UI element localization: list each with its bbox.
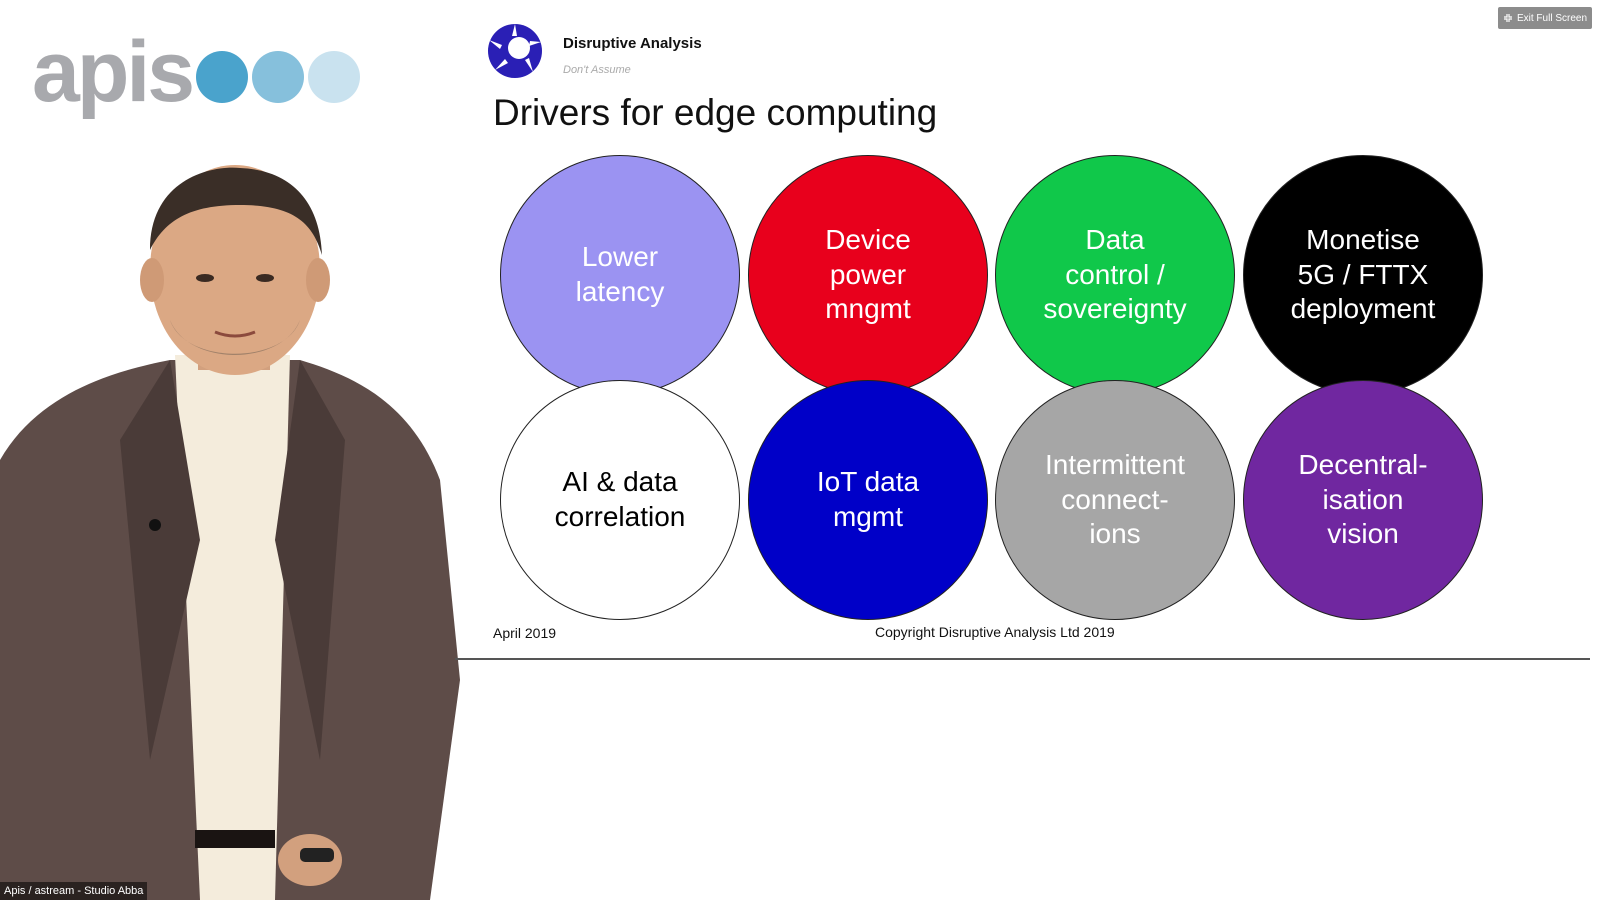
stream-caption: Apis / astream - Studio Abba [0,882,148,900]
exit-fullscreen-icon [1503,13,1513,23]
apis-logo-dot [252,51,305,103]
brand-name: Disruptive Analysis [563,35,702,52]
driver-circle-iot-data: IoT data mgmt [748,380,988,620]
drivers-circle-grid: Lower latency Device power mngmt Data co… [455,0,1600,660]
slide-copyright: Copyright Disruptive Analysis Ltd 2019 [875,624,1115,640]
exit-fullscreen-button[interactable]: Exit Full Screen [1498,7,1592,29]
disruptive-analysis-logo-icon [488,24,542,78]
driver-circle-monetise: Monetise 5G / FTTX deployment [1243,155,1483,395]
brand-tagline: Don't Assume [563,64,631,76]
driver-circle-device-power: Device power mngmt [748,155,988,395]
driver-circle-intermittent: Intermittent connect- ions [995,380,1235,620]
presenter-video [0,165,460,900]
apis-logo-text: apis [32,24,195,120]
slide-date: April 2019 [493,625,557,641]
presentation-slide: Disruptive Analysis Don't Assume Drivers… [455,0,1600,660]
driver-circle-data-control: Data control / sovereignty [995,155,1235,395]
apis-logo: apis [32,22,361,122]
apis-logo-dot [196,51,249,103]
slide-title: Drivers for edge computing [493,92,938,133]
driver-circle-lower-latency: Lower latency [500,155,740,395]
driver-circle-decentralisation: Decentral- isation vision [1243,380,1483,620]
slide-divider [455,658,1590,660]
driver-circle-ai-data: AI & data correlation [500,380,740,620]
apis-logo-dot [308,51,361,103]
exit-fullscreen-label: Exit Full Screen [1516,12,1588,24]
